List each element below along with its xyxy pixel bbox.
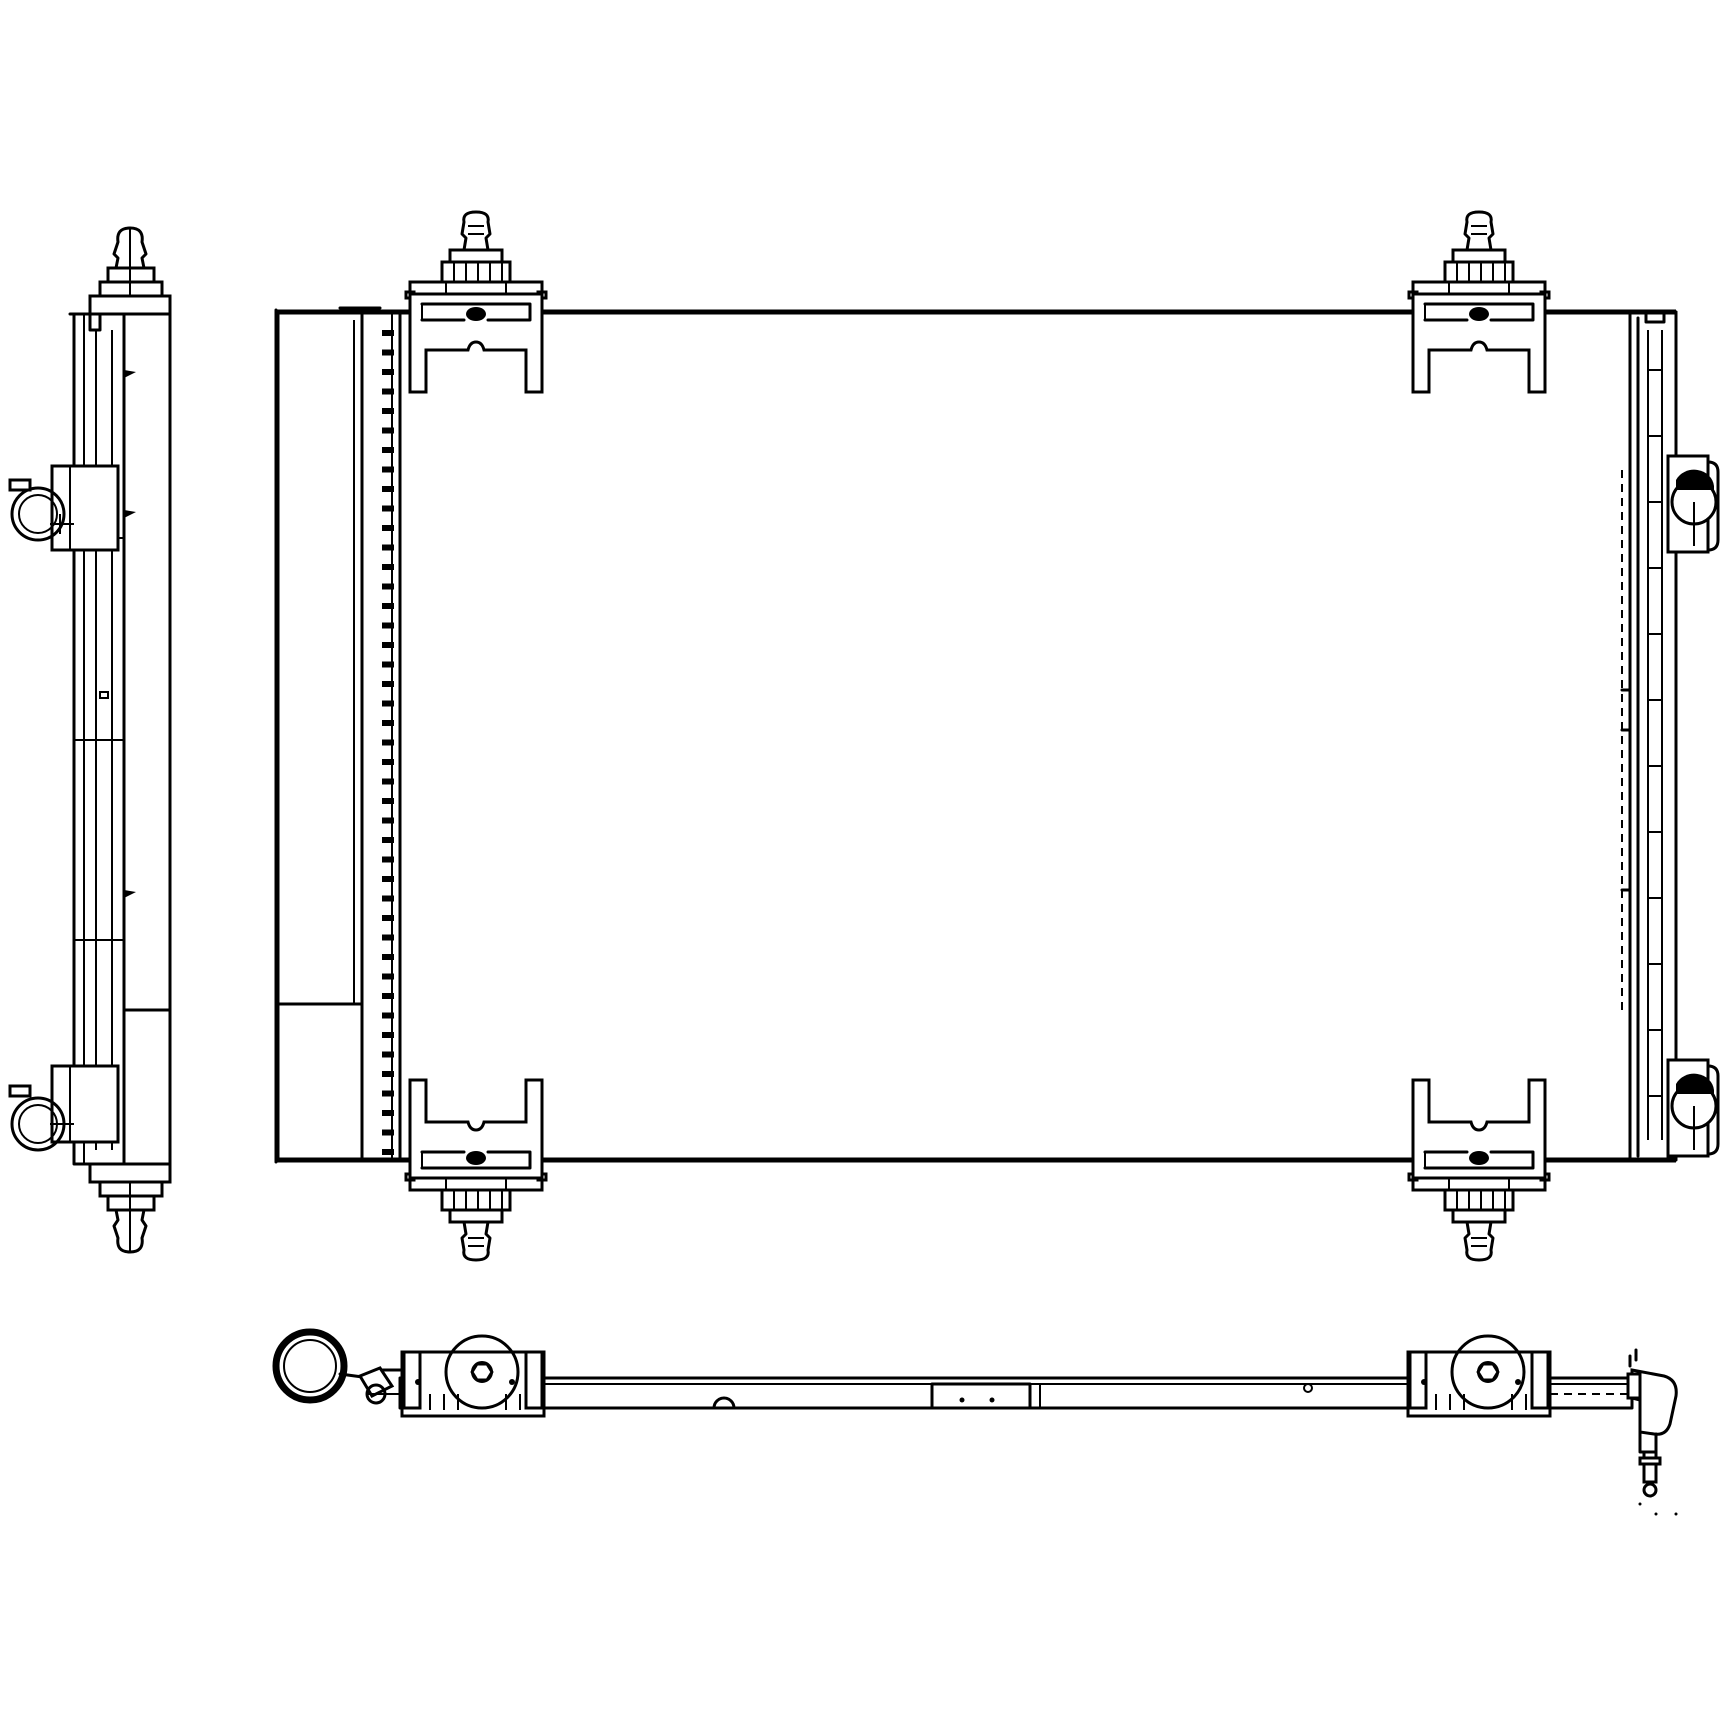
top-view — [272, 1328, 1678, 1516]
front-view — [274, 210, 1720, 1262]
side-view — [8, 226, 172, 1254]
